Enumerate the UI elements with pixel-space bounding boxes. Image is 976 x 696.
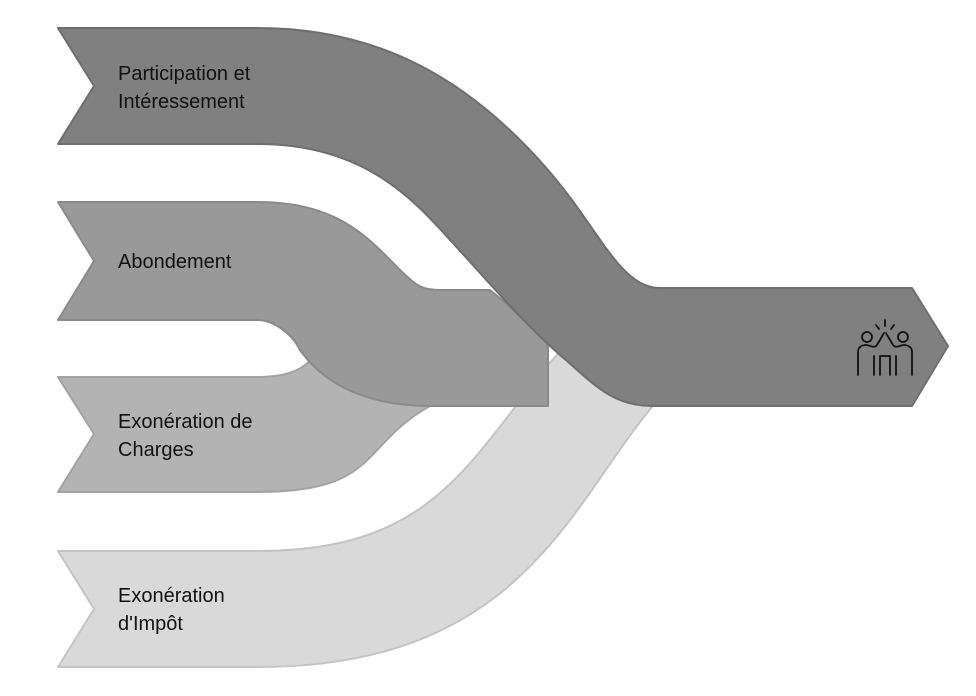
- flow-label-line: Exonération de: [118, 411, 253, 433]
- flow-label-line: Abondement: [118, 251, 232, 273]
- flow-band-impot: [57, 350, 653, 668]
- flow-label-line: Participation et: [118, 63, 251, 85]
- flow-band-participation: [57, 27, 949, 407]
- flow-label-impot: Exonération d'Impôt: [118, 585, 230, 635]
- flow-label-charges: Exonération de Charges: [118, 411, 258, 461]
- flow-label-line: d'Impôt: [118, 613, 183, 635]
- high-five-icon: [857, 319, 913, 376]
- flow-label-line: Charges: [118, 439, 194, 461]
- flow-label-abondement: Abondement: [118, 251, 232, 273]
- flow-label-line: Exonération: [118, 585, 225, 607]
- flow-label-line: Intéressement: [118, 91, 245, 113]
- flow-label-participation: Participation et Intéressement: [118, 63, 256, 113]
